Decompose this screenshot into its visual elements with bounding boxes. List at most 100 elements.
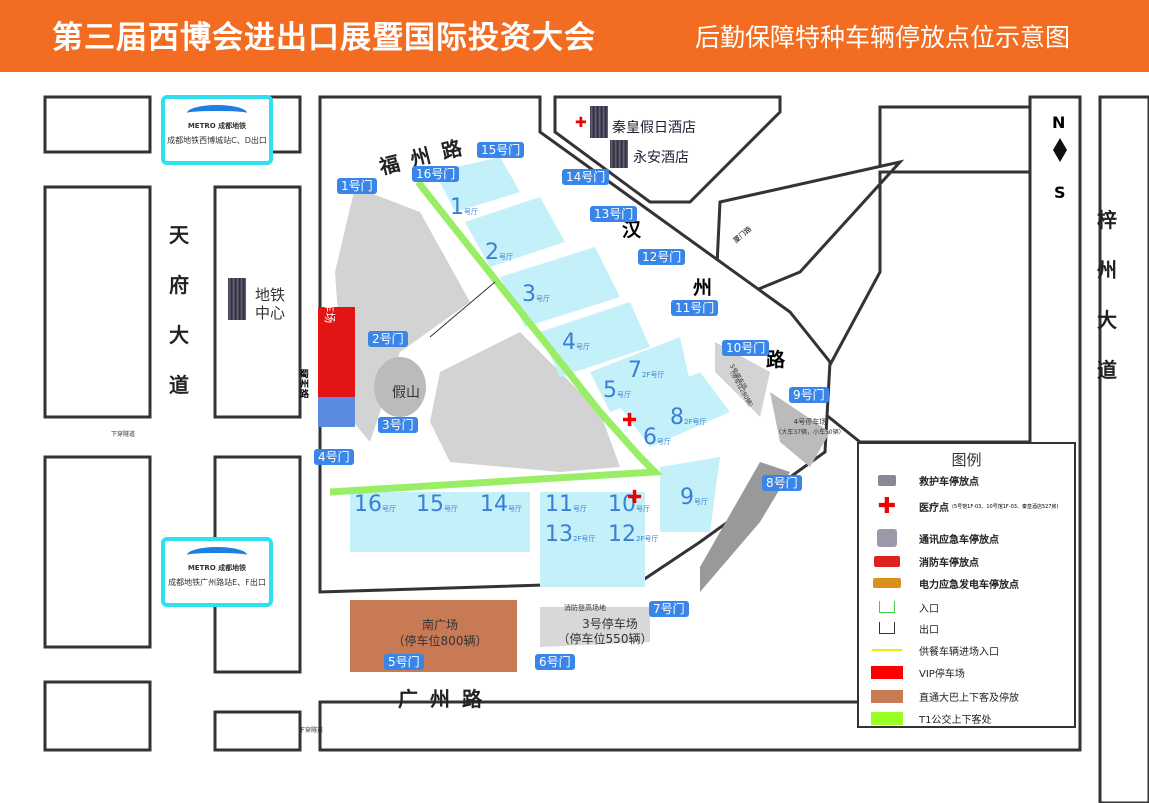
- legend-item: 通讯应急车停放点: [869, 528, 999, 548]
- jiashan-label: 假山: [392, 385, 420, 401]
- metro-logo-icon: [187, 105, 247, 121]
- hall-unit: 号厅: [444, 505, 458, 513]
- metro-center-label: 地铁中心: [254, 286, 285, 322]
- entrance-icon: [869, 601, 905, 613]
- legend-item: 供餐车辆进场入口: [869, 640, 999, 660]
- hall-number: 13: [545, 522, 573, 547]
- legend-item: 救护车停放点: [869, 470, 979, 490]
- legend-item: ✚ 医疗点(5号馆1F-03、10号馆1F-03、秦皇酒店527房): [869, 493, 1059, 519]
- legend-label: 医疗点: [919, 502, 949, 514]
- legend-item: 电力应急发电车停放点: [869, 573, 1019, 593]
- vip-swatch: [869, 665, 905, 679]
- legend-title: 图例: [951, 451, 982, 469]
- hotel-building-icon: [590, 106, 608, 138]
- hotel-building-icon: [610, 140, 628, 168]
- road-char: 天: [169, 223, 189, 247]
- central-area: [430, 332, 620, 472]
- hall-number: 16: [354, 492, 382, 517]
- vip-parking: [318, 307, 355, 397]
- page-title: 第三届西博会进出口展暨国际投资大会: [52, 20, 596, 56]
- road-char: 大: [1097, 308, 1117, 332]
- metro-logo-icon: [187, 547, 247, 563]
- hall-number: 5: [603, 378, 617, 403]
- legend-label: VIP停车场: [919, 668, 965, 680]
- compass-arrow-icon: [1053, 138, 1067, 150]
- vip-parking-label: VIP停车场: [323, 272, 337, 324]
- hall-unit: 号厅: [508, 505, 522, 513]
- hall-number: 11: [545, 492, 573, 517]
- metro-brand: METRO 成都地铁: [187, 122, 247, 130]
- south-square-capacity: （停车位800辆）: [392, 634, 488, 648]
- legend-item: 入口: [869, 597, 939, 617]
- metro-caption: 成都地铁广州路站E、F出口: [168, 578, 266, 587]
- exit-icon: [869, 622, 905, 634]
- hall-unit: 号厅: [657, 438, 671, 446]
- underpass-label: 下穿隧道: [298, 727, 323, 734]
- legend-note: (5号馆1F-03、10号馆1F-03、秦皇酒店527房): [952, 503, 1059, 510]
- page-subtitle: 后勤保障特种车辆停放点位示意图: [695, 23, 1071, 52]
- hall-number: 3: [522, 282, 536, 307]
- compass-north: N: [1052, 113, 1066, 132]
- map-legend: 图例 救护车停放点 ✚ 医疗点(5号馆1F-03、10号馆1F-03、秦皇酒店52…: [857, 442, 1076, 728]
- legend-label: T1公交上下客处: [919, 714, 992, 726]
- hall-13: 132F号厅: [545, 522, 595, 547]
- road-char: 府: [169, 273, 189, 297]
- hall-16: 16号厅: [354, 492, 396, 517]
- south-square-label: 南广场: [421, 618, 458, 632]
- legend-item: VIP停车场: [869, 662, 965, 682]
- metro-brand: METRO 成都地铁: [187, 564, 247, 572]
- fire-area-label: 消防登高场地: [564, 604, 606, 612]
- yellow-arrow-icon: [869, 649, 905, 651]
- road-zizhou: 梓州大道: [1096, 195, 1118, 395]
- road-char: 州: [1097, 258, 1117, 282]
- metro-station-guangzhoulu: METRO 成都地铁 成都地铁广州路站E、F出口: [161, 537, 273, 607]
- hall-number: 15: [416, 492, 444, 517]
- header-bar: 第三届西博会进出口展暨国际投资大会 后勤保障特种车辆停放点位示意图: [0, 0, 1149, 72]
- legend-label: 供餐车辆进场入口: [919, 646, 999, 658]
- hall-number: 2: [485, 240, 499, 265]
- hall-6: 6号厅: [643, 425, 671, 450]
- power-truck-icon: [869, 578, 905, 588]
- comm-truck-icon: [869, 529, 905, 547]
- hall-number: 10: [608, 492, 636, 517]
- road-shuzhou: 蜀州路: [300, 370, 310, 400]
- metro-station-xibocheng: METRO 成都地铁 成都地铁西博城站C、D出口: [161, 95, 273, 165]
- gate-9: 9号门: [789, 387, 829, 403]
- gate-6: 6号门: [535, 654, 575, 670]
- hall-unit: 2F号厅: [684, 418, 707, 426]
- gate-2: 2号门: [368, 331, 408, 347]
- hall-number: 14: [480, 492, 508, 517]
- block: [43, 95, 152, 154]
- legend-label: 救护车停放点: [919, 476, 979, 488]
- road-guangzhou: 广州路: [398, 687, 494, 711]
- legend-label: 通讯应急车停放点: [919, 534, 999, 546]
- hall-number: 8: [670, 405, 684, 430]
- gate-1: 1号门: [337, 178, 377, 194]
- road-hanzhou-2: 州: [693, 277, 713, 299]
- gate-12: 12号门: [638, 249, 686, 265]
- road-tianfu: 天府大道: [168, 210, 190, 410]
- hall-15: 15号厅: [416, 492, 458, 517]
- t1-swatch: [869, 711, 905, 725]
- compass-arrow-down-icon: [1053, 150, 1067, 162]
- medical-cross-icon: ✚: [627, 487, 643, 508]
- hall-unit: 号厅: [464, 208, 478, 216]
- hall-unit: 号厅: [382, 505, 396, 513]
- legend-label: 消防车停放点: [919, 557, 979, 569]
- hotel-yongan-label: 永安酒店: [633, 150, 689, 166]
- road-char: 道: [169, 373, 189, 397]
- road-hanzhou-3: 路: [766, 349, 786, 371]
- legend-label: 直通大巴上下客及停放: [919, 692, 1019, 704]
- road-char: 梓: [1097, 208, 1117, 232]
- bus-swatch: [869, 689, 905, 703]
- gate-11: 11号门: [671, 300, 719, 316]
- gate-13: 13号门: [590, 206, 638, 222]
- block: [43, 455, 152, 649]
- building-icon: [228, 278, 246, 320]
- lot3-capacity: （停车位550辆）: [557, 632, 653, 646]
- hall-5: 5号厅: [603, 378, 631, 403]
- legend-item: 直通大巴上下客及停放: [869, 686, 1019, 706]
- red-cross-icon: ✚: [877, 493, 897, 519]
- gate-5: 5号门: [384, 654, 424, 670]
- lot4-label: 4号停车场: [793, 418, 827, 426]
